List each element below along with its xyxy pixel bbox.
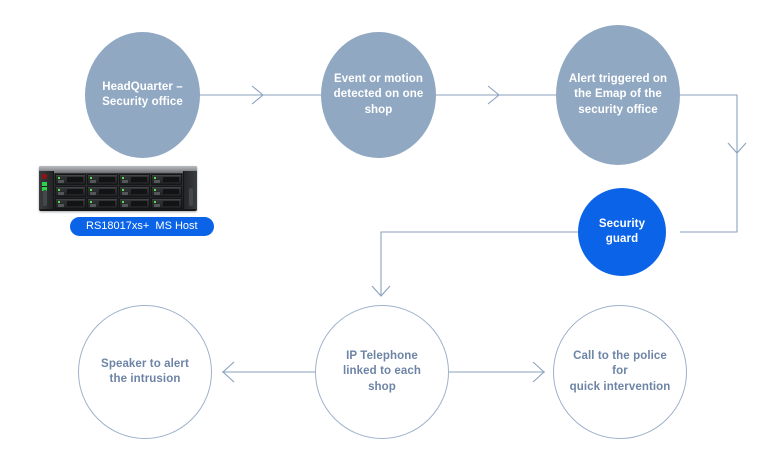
node-ip-telephone[interactable]: IP Telephone linked to each shop	[315, 305, 449, 439]
nas-top-lid	[39, 166, 197, 173]
node-event[interactable]: Event or motion detected on one shop	[321, 32, 436, 158]
drive-bay	[87, 198, 118, 209]
drive-bay	[151, 198, 182, 209]
node-security-guard-text: Security guard	[587, 217, 657, 247]
connector-alert-to-guard	[680, 94, 738, 233]
node-alert-line3: security office	[578, 103, 658, 116]
node-event-line3: shop	[364, 103, 393, 116]
drive-bay	[151, 174, 182, 185]
node-speaker[interactable]: Speaker to alert the intrusion	[78, 305, 212, 439]
node-headquarter-text: HeadQuarter – Security office	[90, 80, 195, 110]
node-security-guard-line1: Security	[598, 217, 646, 230]
rackmount-nas-icon	[39, 166, 197, 211]
node-alert-line2: the Emap of the	[574, 88, 662, 101]
node-headquarter-line2: Security office	[102, 96, 183, 108]
drive-bay	[119, 174, 150, 185]
node-police-text: Call to the police for quick interventio…	[554, 349, 686, 395]
node-police[interactable]: Call to the police for quick interventio…	[553, 305, 687, 439]
connector-guard-to-telephone	[380, 231, 578, 295]
drive-bay	[55, 186, 86, 197]
nas-left-ear	[39, 171, 54, 209]
node-police-line1: Call to the police for	[573, 350, 667, 378]
nas-model-label: RS18017xs+ MS Host	[70, 217, 214, 236]
arrowhead-hq-to-event	[251, 85, 264, 105]
node-ip-telephone-text: IP Telephone linked to each shop	[316, 349, 448, 395]
node-speaker-line1: Speaker to alert	[101, 357, 189, 370]
drive-bay	[119, 186, 150, 197]
arrowhead-telephone-to-police	[532, 361, 545, 383]
node-speaker-line2: the intrusion	[109, 373, 181, 385]
node-ip-telephone-line1: IP Telephone	[346, 350, 418, 363]
node-headquarter[interactable]: HeadQuarter – Security office	[85, 32, 200, 158]
node-headquarter-line1: HeadQuarter –	[102, 80, 183, 93]
drive-bay	[87, 186, 118, 197]
nas-left-handle	[43, 190, 47, 206]
nas-right-ear	[183, 171, 197, 209]
drive-bay	[87, 174, 118, 185]
drive-bay	[119, 198, 150, 209]
node-security-guard-line2: guard	[605, 233, 639, 245]
nas-drive-bay-grid	[55, 174, 182, 209]
node-alert[interactable]: Alert triggered on the Emap of the secur…	[556, 25, 680, 165]
drive-bay	[151, 186, 182, 197]
status-led-indicator	[42, 182, 47, 191]
drive-bay	[55, 174, 86, 185]
node-alert-line1: Alert triggered on	[568, 73, 668, 86]
arrowhead-guard-to-telephone	[371, 285, 391, 297]
node-event-line2: detected on one	[333, 88, 424, 101]
node-alert-text: Alert triggered on the Emap of the secur…	[557, 72, 679, 118]
arrowhead-telephone-to-speaker	[222, 361, 235, 383]
node-event-line1: Event or motion	[333, 73, 424, 86]
nas-right-handle	[189, 188, 193, 206]
arrowhead-alert-to-guard	[727, 142, 747, 154]
node-event-text: Event or motion detected on one shop	[322, 72, 436, 118]
power-button-icon	[42, 174, 47, 179]
node-speaker-text: Speaker to alert the intrusion	[89, 357, 201, 387]
node-police-line2: quick intervention	[569, 380, 671, 393]
node-security-guard[interactable]: Security guard	[578, 188, 666, 276]
node-ip-telephone-line2: linked to each shop	[342, 365, 422, 393]
drive-bay	[55, 198, 86, 209]
arrowhead-event-to-alert	[487, 85, 500, 105]
